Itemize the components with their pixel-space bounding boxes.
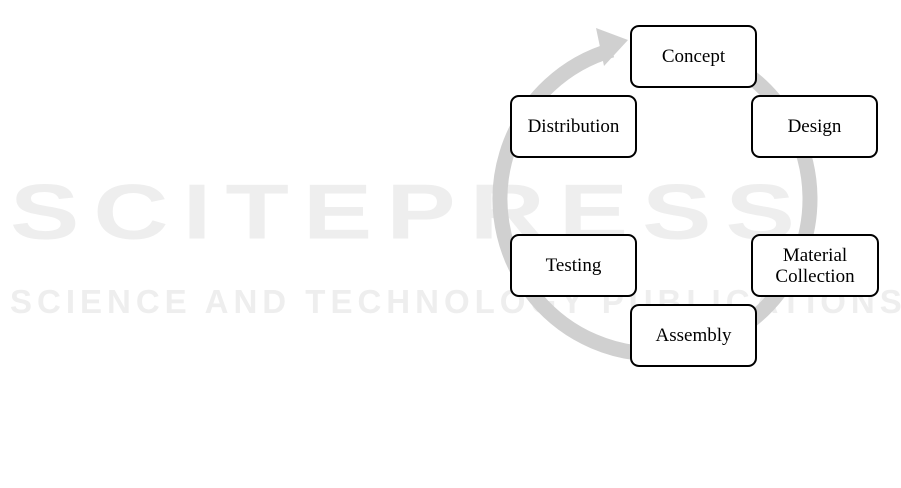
stage-assembly: Assembly <box>630 304 757 367</box>
cycle-arrowhead <box>596 28 628 66</box>
stage-material-collection: Material Collection <box>751 234 879 297</box>
stage-design: Design <box>751 95 878 158</box>
watermark-title: SCITEPRESS <box>10 168 809 256</box>
stage-concept: Concept <box>630 25 757 88</box>
stage-distribution: Distribution <box>510 95 637 158</box>
stage-testing: Testing <box>510 234 637 297</box>
